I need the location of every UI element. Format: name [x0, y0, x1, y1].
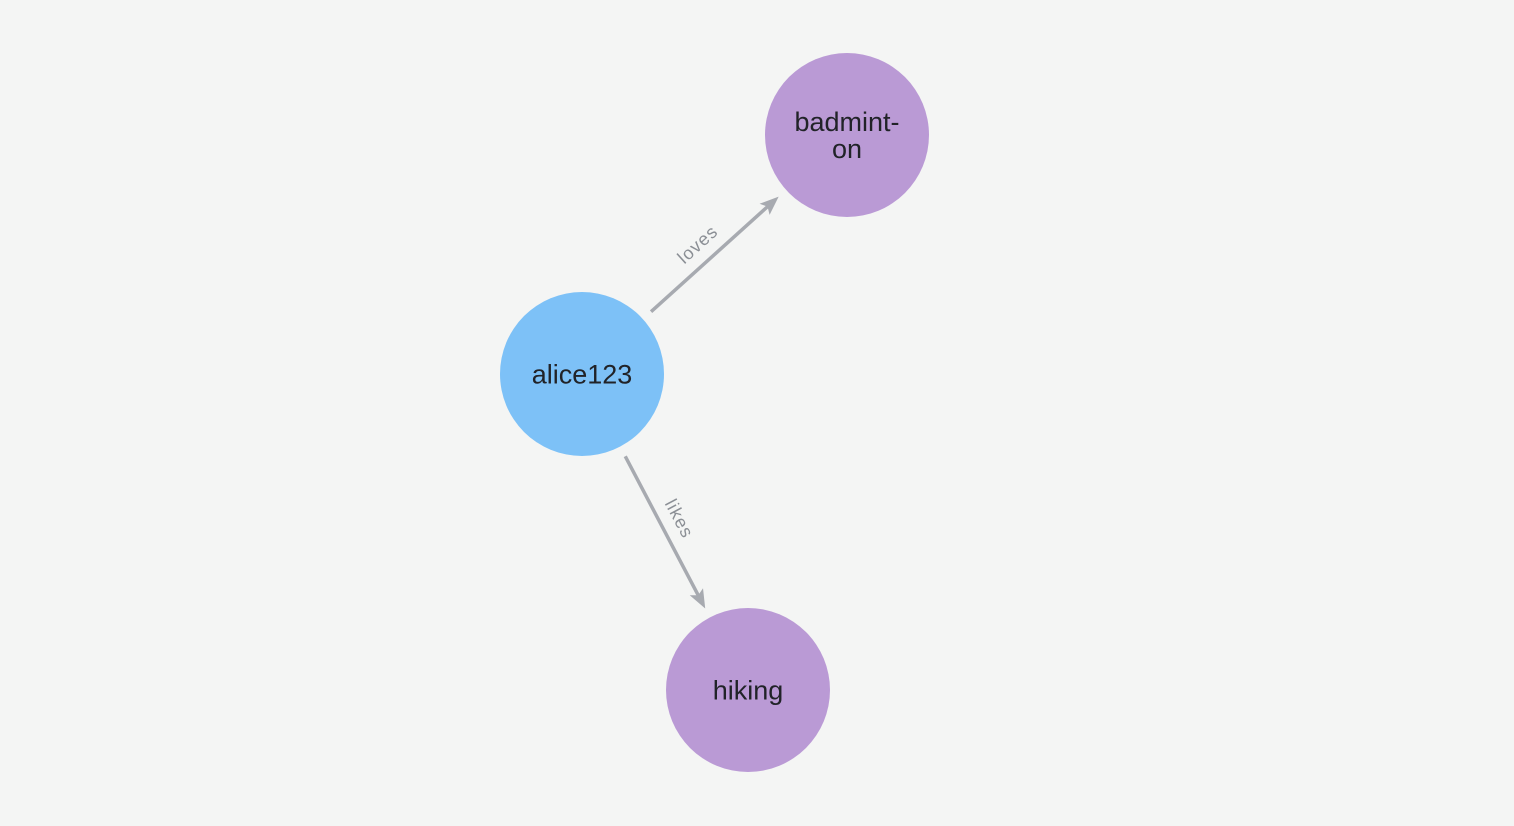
node-circle[interactable] — [765, 53, 929, 217]
node-alice123[interactable]: alice123 — [500, 292, 664, 456]
node-circle[interactable] — [666, 608, 830, 772]
edge-arrowhead-icon — [689, 588, 706, 609]
node-hiking[interactable]: hiking — [666, 608, 830, 772]
edge-label: loves — [674, 221, 722, 267]
edge-line — [649, 204, 770, 314]
edge-line — [623, 455, 701, 597]
node-badminton[interactable]: badmint-on — [765, 53, 929, 217]
edge-arrowhead-icon — [759, 196, 779, 215]
node-circle[interactable] — [500, 292, 664, 456]
edge-loves[interactable]: loves — [649, 191, 784, 314]
edge-likes[interactable]: likes — [623, 455, 712, 612]
